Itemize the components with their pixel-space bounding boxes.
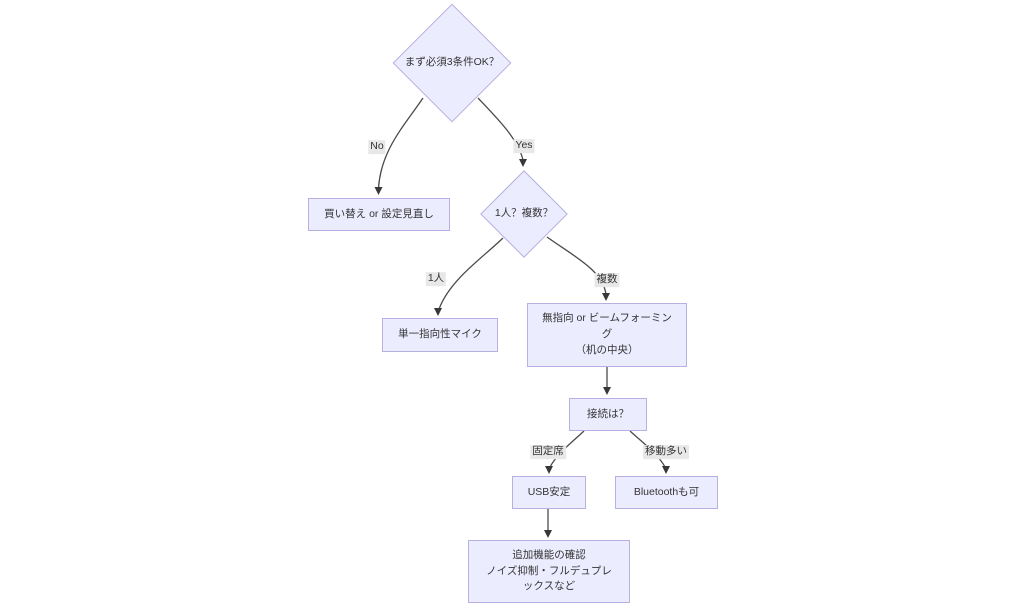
node-unidirectional-mic-label: 単一指向性マイク: [398, 328, 482, 341]
arrowhead-icon: [374, 187, 383, 195]
edge-label-multiple: 複数: [594, 273, 620, 287]
arrowhead-icon: [434, 308, 442, 316]
node-people-count-label: 1人？複数？: [494, 207, 554, 220]
edge-usb-to-extras: [544, 509, 552, 538]
node-people-count: 1人？複数？: [480, 170, 568, 258]
arrowhead-icon: [603, 387, 611, 395]
arrowhead-icon: [519, 159, 527, 167]
edge-label-yes: Yes: [513, 139, 535, 153]
node-omni-or-beamforming-label: 無指向 or ビームフォーミン グ （机の中央）: [542, 312, 672, 356]
arrowhead-icon: [602, 293, 610, 301]
node-condition-check-label: まず必須3条件OK？: [404, 56, 500, 69]
node-unidirectional-mic: 単一指向性マイク: [382, 318, 498, 352]
node-extra-features: 追加機能の確認 ノイズ抑制・フルデュプレ ックスなど: [468, 540, 630, 603]
node-bluetooth-ok: Bluetoothも可: [615, 476, 718, 509]
edge-label-one-person: 1人: [425, 272, 447, 286]
arrowhead-icon: [544, 530, 552, 538]
node-replace-or-review-label: 買い替え or 設定見直し: [324, 207, 434, 220]
node-connection: 接続は？: [569, 398, 647, 431]
arrowhead-icon: [662, 466, 670, 474]
node-condition-check: まず必須3条件OK？: [392, 3, 512, 123]
edge-label-no: No: [368, 140, 386, 154]
edge-label-fixed-seat: 固定席: [530, 445, 566, 459]
edge-omni-to-connection: [603, 367, 611, 395]
node-replace-or-review: 買い替え or 設定見直し: [308, 198, 450, 231]
node-connection-label: 接続は？: [587, 407, 629, 420]
edge-label-mobile: 移動多い: [643, 445, 689, 459]
arrowhead-icon: [545, 466, 553, 474]
node-usb-stable: USB安定: [512, 476, 586, 509]
node-usb-stable-label: USB安定: [527, 485, 571, 498]
node-omni-or-beamforming: 無指向 or ビームフォーミン グ （机の中央）: [527, 303, 687, 367]
node-bluetooth-ok-label: Bluetoothも可: [633, 485, 700, 498]
node-extra-features-label: 追加機能の確認 ノイズ抑制・フルデュプレ ックスなど: [486, 548, 612, 593]
